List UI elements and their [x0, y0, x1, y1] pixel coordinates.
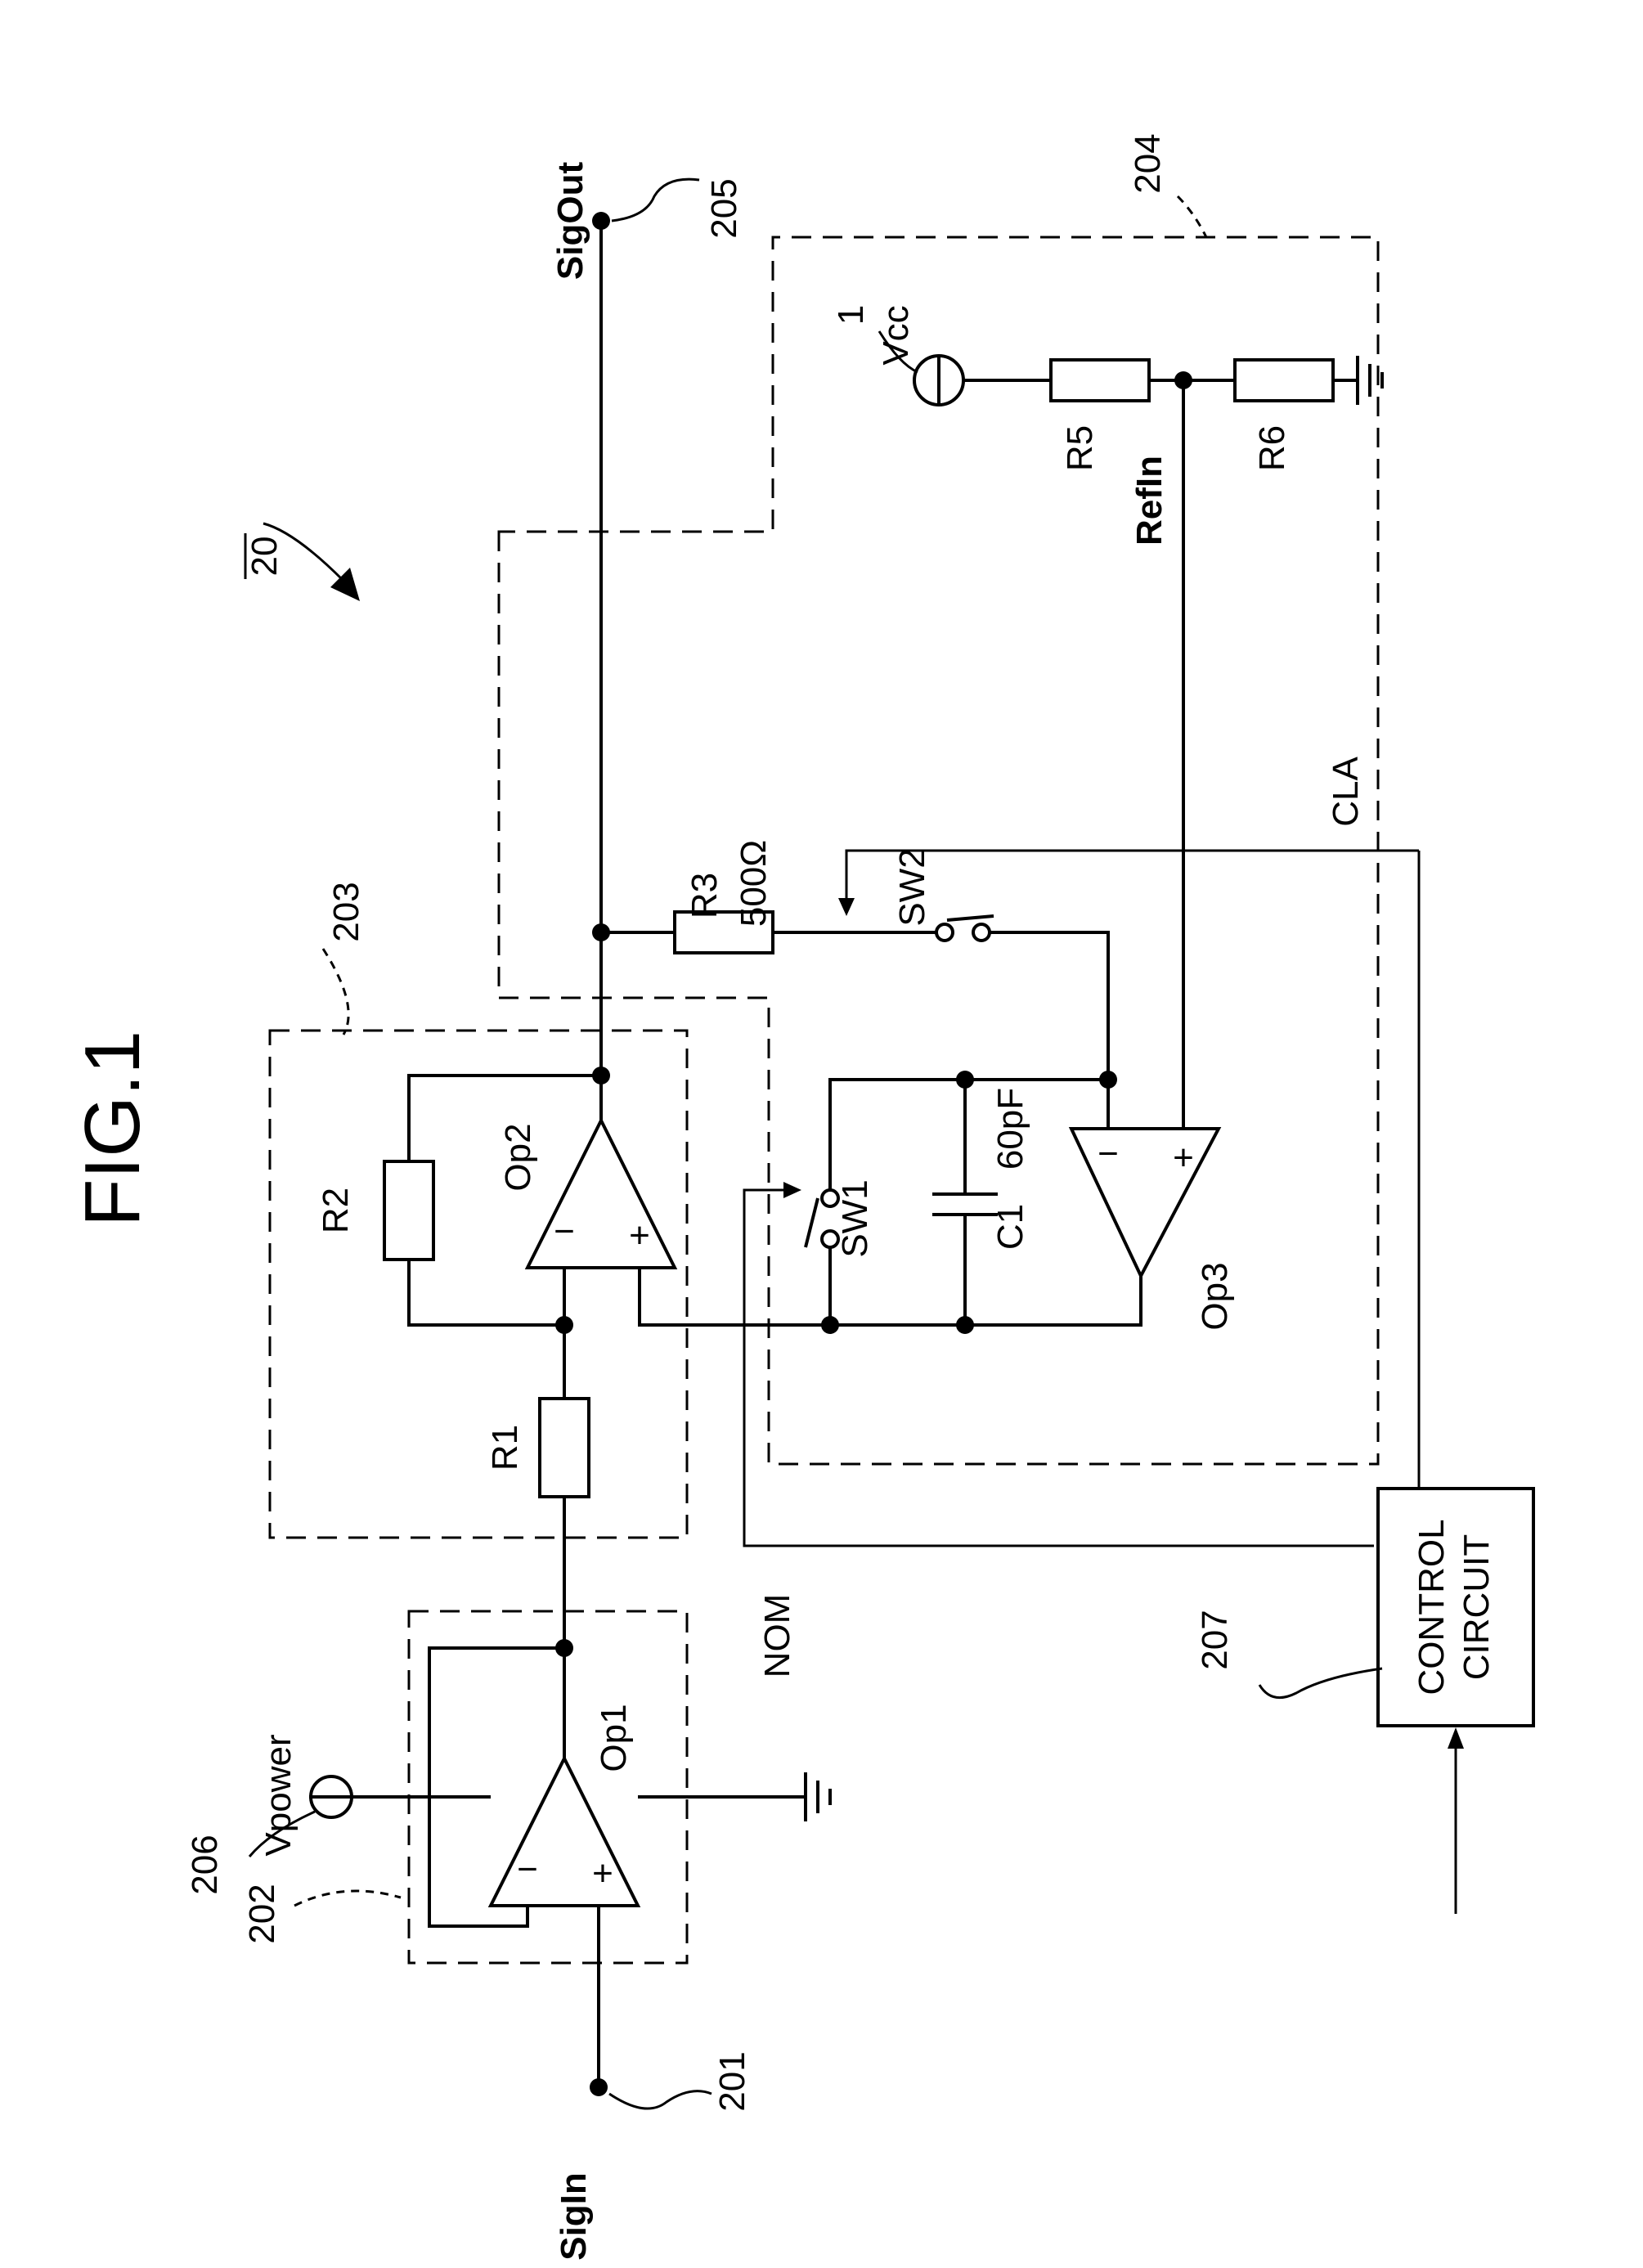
r1-resistor — [540, 1399, 589, 1497]
r1-label: R1 — [485, 1425, 525, 1471]
sigout-node — [592, 212, 610, 230]
amplifier-ref-leader — [323, 949, 348, 1035]
r2-label: R2 — [316, 1188, 356, 1233]
sw2-contact-a — [936, 924, 953, 941]
buffer-ref-label: 202 — [242, 1884, 282, 1943]
sigin-ref-leader — [609, 2091, 712, 2109]
control-circuit-line1: CONTROL — [1412, 1519, 1452, 1695]
control-ref-number: 207 — [1195, 1610, 1235, 1669]
op3-triangle — [1071, 1129, 1219, 1276]
sigin-label: SigIn — [554, 2172, 594, 2261]
c1-value: 60pF — [990, 1088, 1030, 1170]
c1-label: C1 — [990, 1204, 1030, 1250]
sw2-label: SW2 — [892, 848, 932, 926]
op1-plus: + — [592, 1853, 613, 1893]
c1-bottom-node — [956, 1316, 974, 1334]
sw1-bottom-node — [821, 1316, 839, 1334]
figure-title: FIG.1 — [69, 1031, 156, 1227]
vcc-ref-number: 1 — [831, 305, 871, 325]
cla-label: CLA — [1326, 757, 1366, 827]
op2-triangle — [527, 1121, 675, 1268]
op1-minus: − — [517, 1849, 538, 1889]
r3-label: R3 — [685, 873, 725, 918]
op2-minus: − — [554, 1211, 575, 1251]
r3-value: 500Ω — [734, 840, 774, 927]
op2-plus: + — [629, 1215, 650, 1255]
op3-label: Op3 — [1195, 1262, 1235, 1330]
r6-label: R6 — [1252, 425, 1292, 471]
sigout-ref-leader — [612, 179, 699, 221]
control-ref-leader — [1259, 1668, 1382, 1698]
op1-label: Op1 — [594, 1704, 634, 1772]
vpower-ref-number: 206 — [185, 1835, 225, 1894]
sigin-ref-number: 201 — [712, 2051, 752, 2111]
op1-triangle — [491, 1758, 638, 1906]
r5-resistor — [1051, 360, 1149, 401]
sigout-label: SigOut — [550, 162, 590, 281]
clamp-ref-label: 204 — [1128, 133, 1168, 193]
op1-output-node — [555, 1639, 573, 1657]
sw2-contact-b — [973, 924, 990, 941]
amplifier-block-203 — [270, 1031, 687, 1538]
sw1-label: SW1 — [835, 1179, 875, 1257]
figure-reference: 20 — [245, 523, 360, 601]
vpower-label: Vpower — [258, 1734, 299, 1856]
figure-ref-number: 20 — [245, 537, 285, 577]
buffer-ref-leader — [294, 1891, 401, 1906]
refin-label: RefIn — [1129, 456, 1169, 546]
r6-resistor — [1235, 360, 1333, 401]
sw1-blade — [806, 1198, 818, 1247]
clamp-ref-leader — [1178, 196, 1206, 237]
r5-label: R5 — [1060, 425, 1100, 471]
buffer-block-202 — [409, 1611, 687, 1963]
nom-label: NOM — [757, 1594, 797, 1678]
sw2-blade — [947, 916, 994, 920]
op3-plus: + — [1173, 1138, 1194, 1178]
r2-resistor — [384, 1161, 433, 1260]
op2-label: Op2 — [498, 1123, 538, 1191]
op3-minus: − — [1098, 1134, 1119, 1174]
amplifier-ref-label: 203 — [326, 882, 366, 941]
control-circuit-line2: CIRCUIT — [1457, 1534, 1497, 1680]
sigout-ref-number: 205 — [704, 178, 744, 238]
control-circuit-box — [1378, 1489, 1533, 1726]
